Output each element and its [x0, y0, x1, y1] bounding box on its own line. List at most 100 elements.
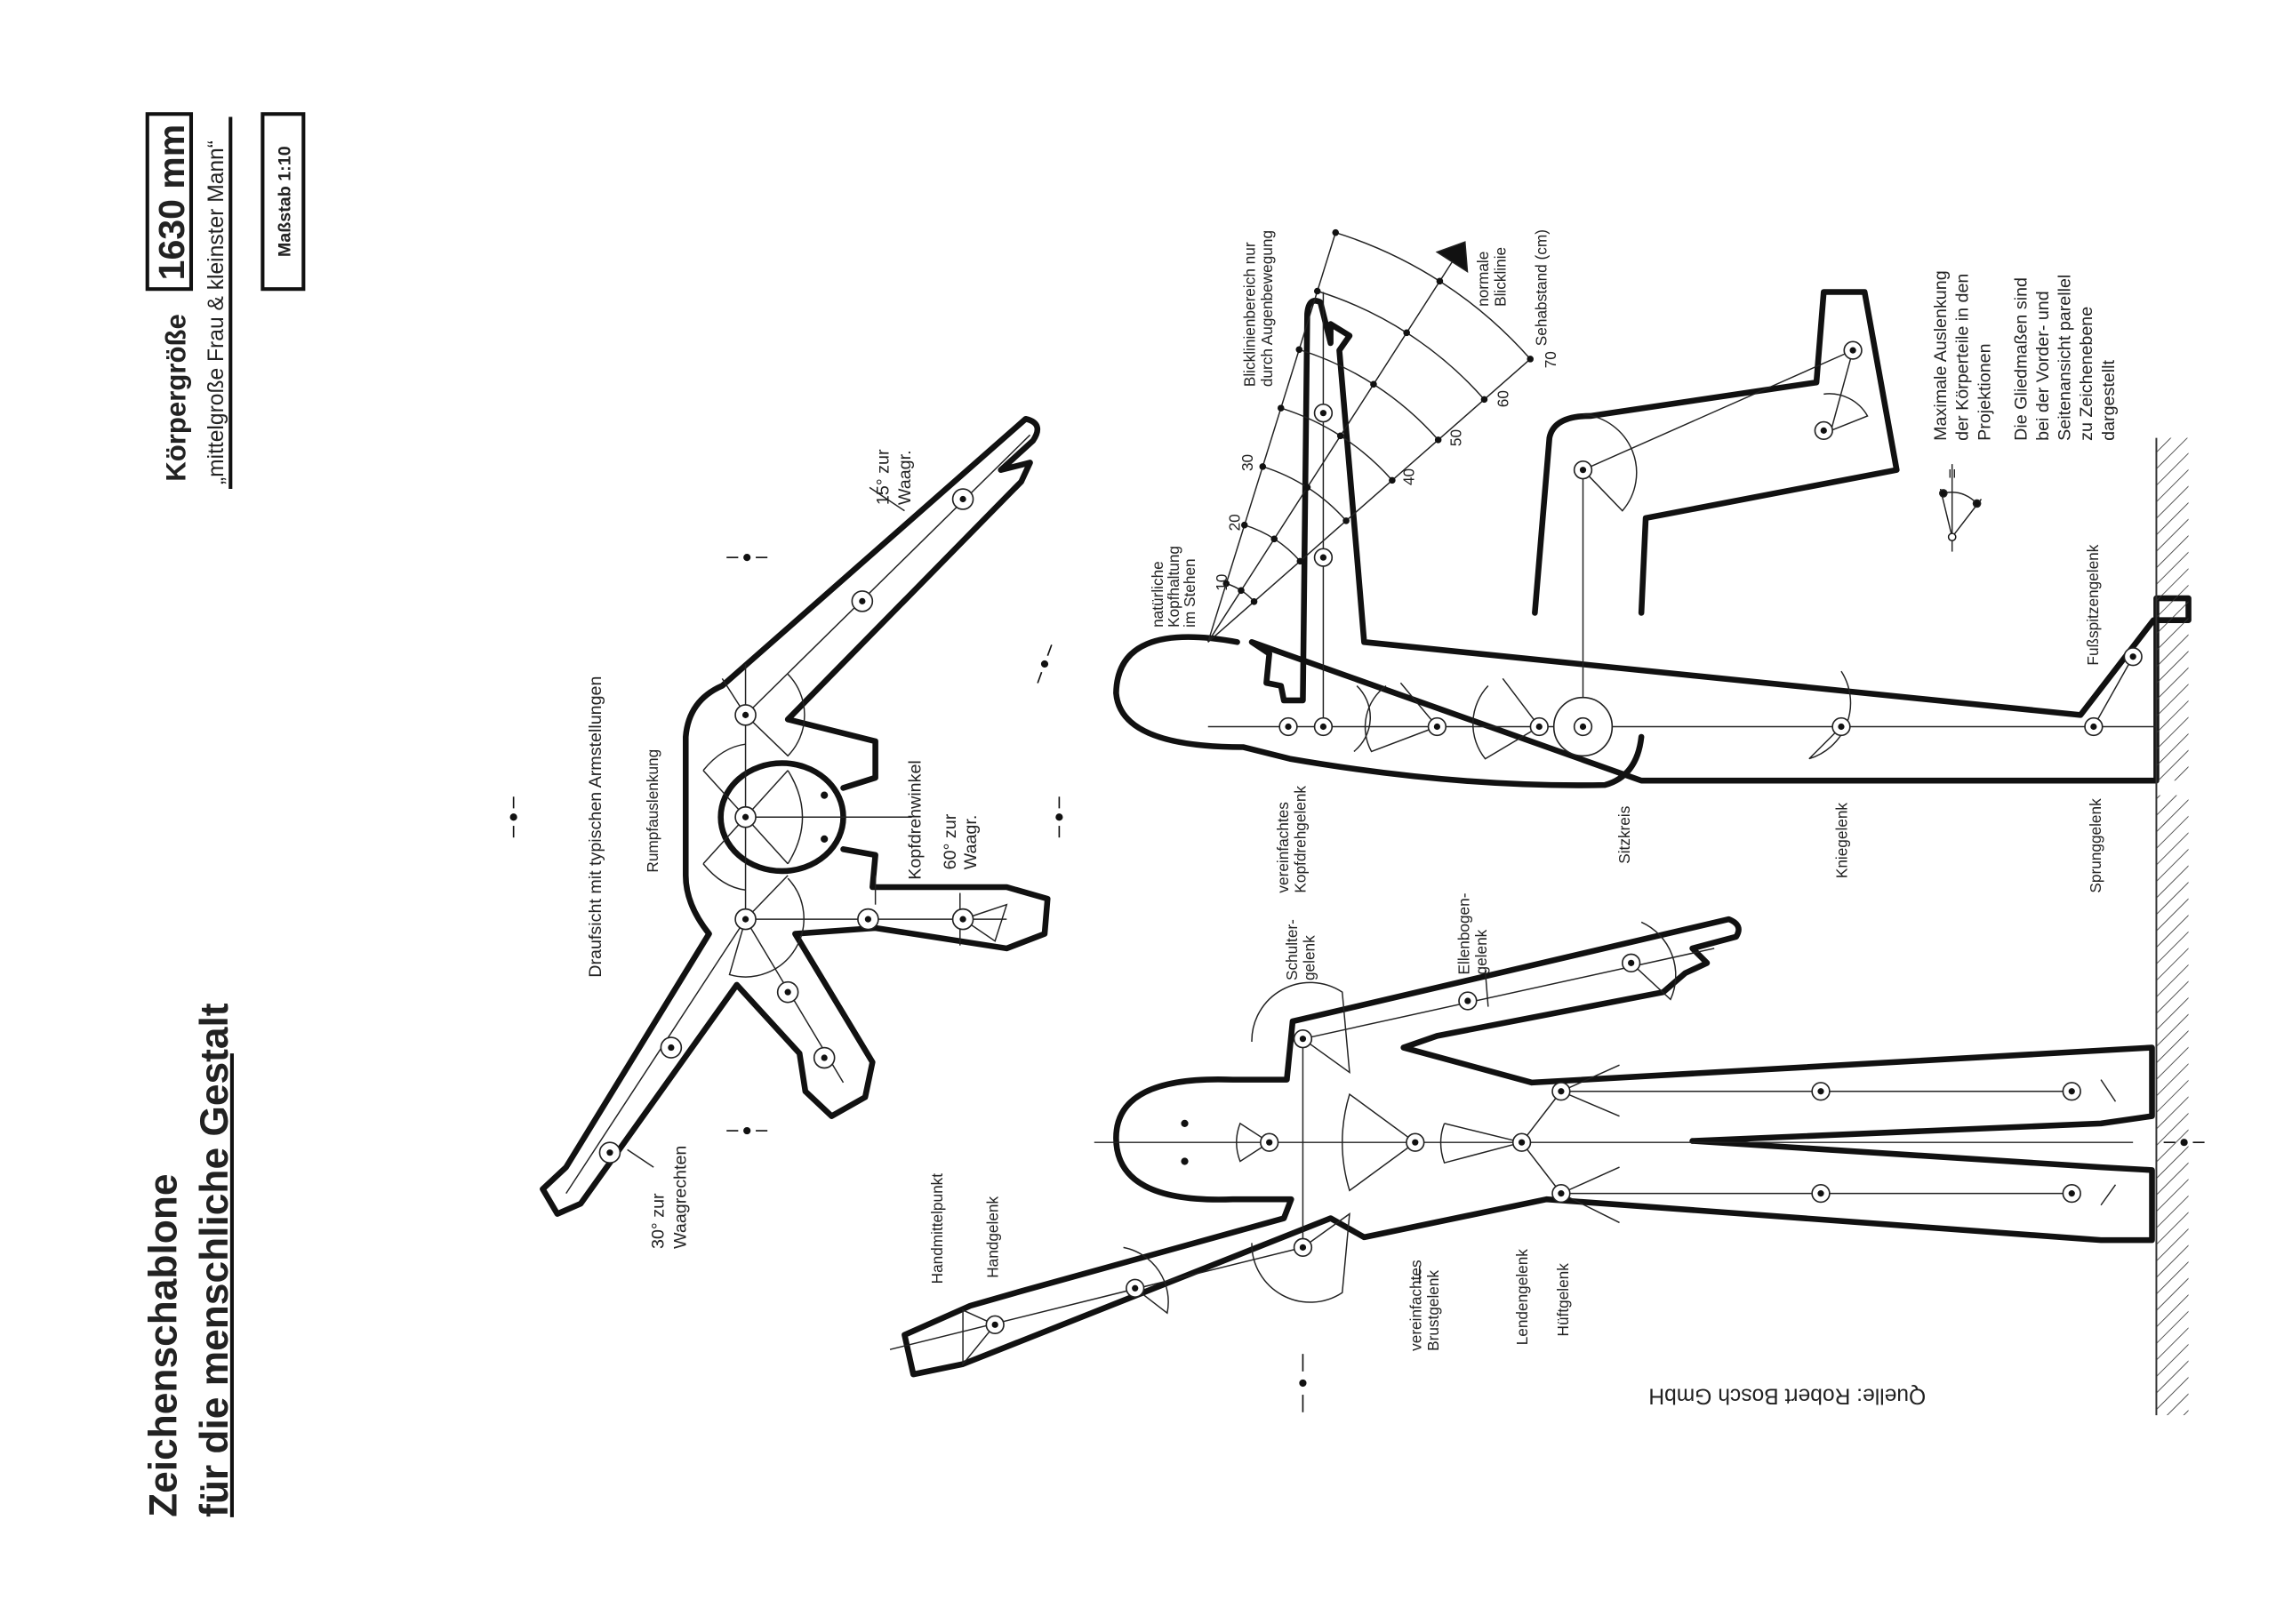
top-view-outline [540, 415, 1051, 1217]
scale-label: Maßstab 1:10 [276, 146, 295, 257]
angle-30-label-1: 30° zur [649, 1193, 669, 1249]
size-label: Körpergröße [160, 314, 191, 482]
distance-point [1296, 557, 1304, 565]
head-turn-label: Kopfdrehwinkel [905, 760, 925, 880]
scale-box [260, 112, 306, 292]
distance-point [1270, 535, 1278, 543]
side-view-skeleton [1207, 292, 2157, 760]
eye-range-label-2: durch Augenbewegung [1258, 230, 1276, 387]
legend-note-1-line-2: der Körperteile in den [1953, 274, 1973, 441]
distance-point [1259, 463, 1267, 470]
shoulder-joint-label-1: Schulter- [1283, 919, 1301, 980]
ground-hatching [2155, 437, 2189, 1416]
distance-label: 30 [1238, 454, 1256, 471]
center-mark [726, 554, 768, 562]
center-mark [1037, 644, 1053, 684]
legend-note-2-line-5: dargestellt [2099, 359, 2119, 440]
distance-label: 60 [1495, 390, 1512, 407]
center-mark [509, 796, 517, 838]
distance-arc [1299, 348, 1439, 441]
distance-point [1238, 587, 1245, 595]
head-posture-label-2: Kopfhaltung [1165, 546, 1182, 628]
center-mark [1299, 1354, 1307, 1412]
seat-circle-label: Sitzkreis [1615, 806, 1633, 864]
head-joint-label-2: Kopfdrehgelenk [1292, 786, 1310, 893]
angle-30-label-2: Waagrechten [670, 1146, 690, 1249]
angle-60-label-1: 60° zur [941, 813, 960, 869]
angle-15-label-1: 15° zur [873, 449, 893, 505]
chest-joint-label-2: Brustgelenk [1424, 1270, 1442, 1351]
distance-point [1436, 277, 1444, 285]
lumbar-joint-label: Lendengelenk [1513, 1249, 1531, 1346]
center-mark [1055, 796, 1063, 838]
front-view-skeleton [889, 921, 2134, 1366]
distance-point [1336, 432, 1344, 440]
distance-label: 40 [1399, 468, 1417, 485]
top-view-caption: Draufsicht mit typischen Armstellungen [586, 676, 605, 978]
shoulder-joint-label-2: gelenk [1301, 935, 1318, 980]
legend-note-2-line-1: Die Gliedmaßen sind [2011, 277, 2031, 441]
title-block: Zeichenschablone für die menschliche Ges… [142, 112, 306, 1517]
chest-joint-label-1: vereinfachtes [1406, 1260, 1424, 1350]
arrow-head-icon [1435, 241, 1469, 273]
distance-label: 20 [1225, 514, 1243, 531]
distance-point [1277, 404, 1285, 412]
size-value: 1630 mm [151, 124, 192, 281]
distance-point [1303, 484, 1311, 492]
distance-point [1342, 517, 1350, 524]
front-view-outline [902, 916, 2155, 1378]
viewing-distance-label: Sehabstand (cm) [1532, 229, 1550, 346]
center-mark [726, 1126, 768, 1135]
legend-equals: = [1943, 468, 1962, 479]
sight-distance-numbers: 10 20 30 40 50 60 70 [1213, 351, 1559, 591]
head-joint-label-1: vereinfachtes [1274, 802, 1292, 892]
normal-sight-line [1207, 259, 1455, 643]
distance-point [1313, 287, 1321, 295]
legend-note-1-line-3: Projektionen [1975, 343, 1994, 440]
ankle-label: Sprunggelenk [2087, 798, 2104, 893]
distance-point [1527, 356, 1534, 363]
hip-joint-label: Hüftgelenk [1554, 1263, 1572, 1337]
angle-60-label-2: Waagr. [961, 815, 981, 870]
distance-point [1332, 228, 1340, 236]
title-line-1: Zeichenschablone [142, 1173, 186, 1516]
angle-15-label-2: Waagr. [895, 450, 915, 505]
distance-label: 10 [1213, 574, 1230, 591]
legend: = Maximale Auslenkung der Körperteile in… [1931, 270, 2119, 552]
front-view-joints [985, 953, 2081, 1334]
center-marks [509, 554, 2205, 1412]
distance-point [1240, 521, 1248, 529]
size-value-box [145, 112, 194, 292]
top-view-joints [598, 488, 974, 1164]
head-posture-label-3: im Stehen [1181, 558, 1198, 628]
distance-label: 70 [1542, 351, 1559, 368]
legend-note-2-line-2: bei der Vorder- und [2033, 291, 2053, 441]
distance-point [1434, 436, 1442, 444]
side-view-figure: 10 20 30 40 50 60 70 vereinfachtes Kopfdrehgel… [1113, 228, 2192, 893]
distance-point [1250, 598, 1258, 605]
legend-note-1-line-1: Maximale Auslenkung [1931, 270, 1951, 441]
deflection-legend-icon [1939, 464, 1983, 552]
distance-label: 50 [1447, 429, 1465, 446]
wrist-label: Handgelenk [983, 1196, 1001, 1278]
distance-arc [1280, 407, 1393, 481]
sight-ray [1207, 232, 1336, 643]
normal-sight-label-2: Blicklinie [1492, 247, 1510, 307]
head-posture-label-1: natürliche [1149, 561, 1166, 628]
size-subtitle: „mittelgroße Frau & kleinster Mann“ [204, 140, 228, 484]
top-view-figure: Draufsicht mit typischen Armstellungen R… [540, 415, 1051, 1249]
source-credit: Quelle: Robert Bosch GmbH [1648, 1384, 1926, 1408]
side-view-outline [1113, 298, 2192, 788]
distance-point [1370, 380, 1377, 388]
toe-joint-label: Fußspitzengelenk [2084, 544, 2102, 665]
distance-point [1222, 580, 1230, 588]
distance-point [1403, 329, 1410, 337]
distance-point [1389, 476, 1396, 484]
title-line-2: für die menschliche Gestalt [193, 1003, 236, 1517]
sight-line-fan [1207, 228, 1534, 643]
distance-point [1480, 396, 1488, 404]
sight-ray [1207, 358, 1531, 643]
side-view-joints [1278, 340, 2143, 757]
legend-note-2-line-3: Seitenansicht parellel [2056, 275, 2075, 441]
